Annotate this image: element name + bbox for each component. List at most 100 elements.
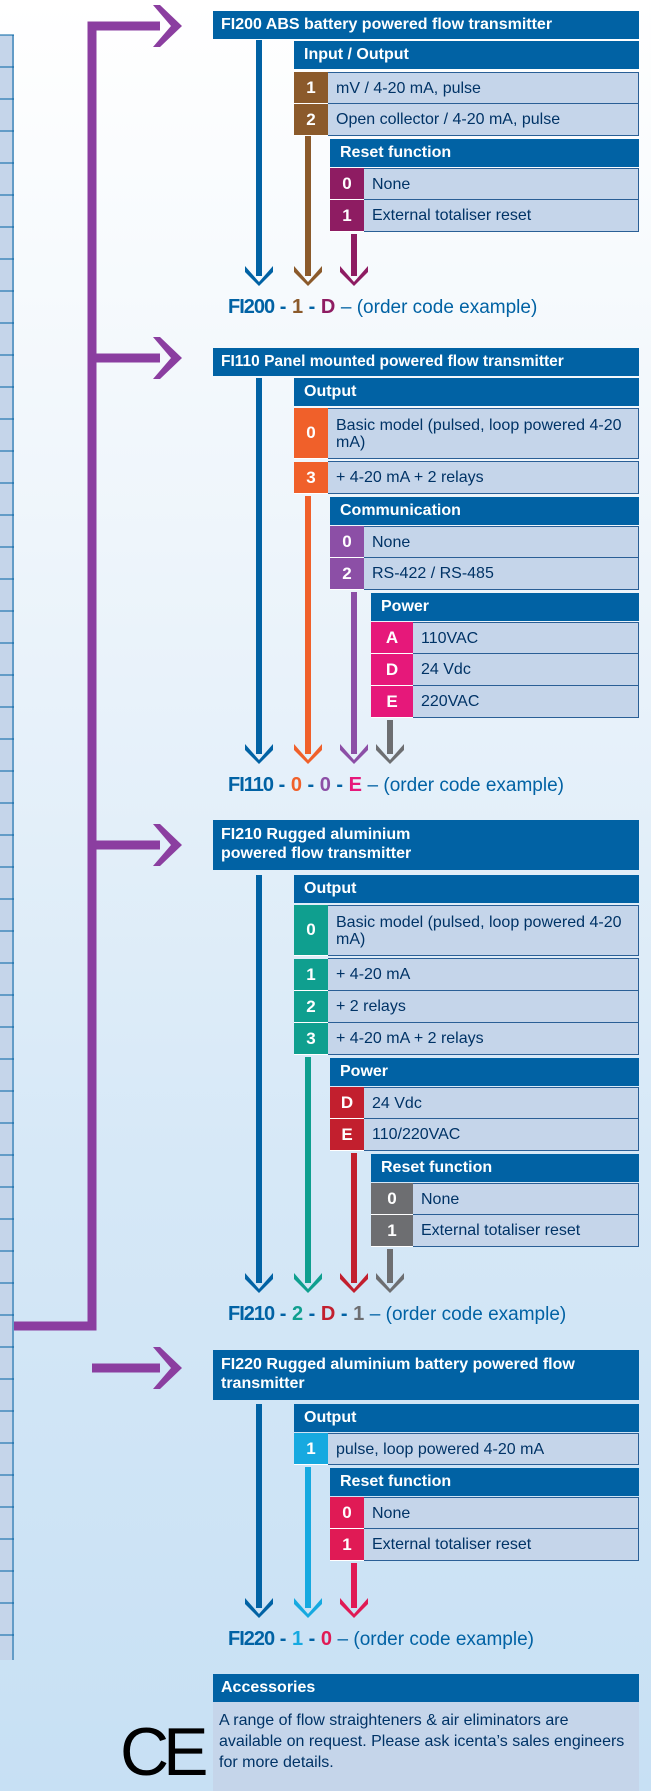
fi210-power-row-d: D 24 Vdc (330, 1087, 639, 1119)
fi220-reset-row-0: 0 None (330, 1497, 639, 1529)
option-label: None (364, 526, 639, 558)
fi200-order-code-example: FI200 - 1 - D – (order code example) (228, 296, 538, 318)
option-label: pulse, loop powered 4-20 mA (328, 1433, 639, 1465)
trunk-line (14, 21, 160, 1331)
model-code: FI110 (228, 774, 274, 796)
code-part: D (320, 1303, 336, 1325)
fi220-order-code-example: FI220 - 1 - 0 – (order code example) (228, 1628, 534, 1650)
option-label: + 4-20 mA + 2 relays (328, 1022, 639, 1055)
code-part: 0 (320, 1628, 332, 1650)
fi210-model-arrow (245, 875, 273, 1293)
fi200-io-row-2: 2 Open collector / 4-20 mA, pulse (294, 103, 639, 136)
arrow-head-fi200 (153, 5, 182, 47)
code-part: D (320, 296, 336, 318)
code-part: 1 (353, 1303, 365, 1325)
fi110-power-arrow (376, 720, 404, 764)
option-label: None (364, 168, 639, 200)
option-label: RS-422 / RS-485 (364, 557, 639, 590)
option-code: 1 (294, 72, 328, 104)
option-label: None (413, 1183, 639, 1215)
option-code: 1 (330, 1529, 364, 1561)
fi200-reset-arrow (340, 234, 368, 286)
option-code: 0 (330, 168, 364, 200)
option-label: mV / 4-20 mA, pulse (328, 72, 639, 104)
example-note: (order code example) (356, 297, 538, 318)
fi210-output-row-3: 3 + 4-20 mA + 2 relays (294, 1022, 639, 1055)
arrow-head-fi210 (153, 824, 182, 866)
code-part: 2 (291, 1303, 304, 1325)
fi200-io-arrow (294, 136, 322, 286)
accessories-header: Accessories (213, 1674, 639, 1702)
option-label: Basic model (pulsed, loop powered 4-20 m… (328, 408, 639, 459)
fi210-title: FI210 Rugged aluminium powered flow tran… (213, 820, 639, 870)
fi210-power-header: Power (330, 1058, 639, 1086)
option-code: 1 (294, 1433, 328, 1465)
fi210-order-code-example: FI210 - 2 - D - 1 – (order code example) (228, 1303, 567, 1325)
model-code: FI200 (228, 296, 275, 318)
code-part: E (348, 774, 362, 796)
fi200-model-arrow (245, 40, 273, 286)
option-code: D (371, 654, 413, 686)
model-code: FI220 (228, 1628, 275, 1650)
code-part: 1 (291, 296, 304, 318)
fi110-output-header: Output (294, 378, 639, 406)
fi110-power-row-a: A 110VAC (371, 622, 639, 654)
option-code: 0 (294, 408, 328, 459)
option-code: 1 (330, 200, 364, 232)
option-code: 0 (294, 905, 328, 956)
option-label: None (364, 1497, 639, 1529)
fi200-reset-header: Reset function (330, 139, 639, 167)
fi200-io-header: Input / Output (294, 41, 639, 69)
fi220-reset-arrow (340, 1563, 368, 1618)
fi110-comm-row-2: 2 RS-422 / RS-485 (330, 557, 639, 590)
fi220-output-header: Output (294, 1404, 639, 1432)
option-label: External totaliser reset (413, 1214, 639, 1247)
fi210-output-arrow (294, 1057, 322, 1293)
fi210-reset-row-0: 0 None (371, 1183, 639, 1215)
fi220-model-arrow (245, 1404, 273, 1618)
code-part: 0 (319, 774, 331, 796)
option-label: Basic model (pulsed, loop powered 4-20 m… (328, 905, 639, 956)
option-label: 110VAC (413, 622, 639, 654)
arrow-head-fi220 (153, 1347, 182, 1389)
fi210-reset-arrow (376, 1249, 404, 1293)
code-part: 0 (290, 774, 302, 796)
option-code: E (371, 686, 413, 718)
option-code: D (330, 1087, 364, 1119)
fi110-model-arrow (245, 378, 273, 764)
option-code: 2 (330, 558, 364, 590)
option-label: External totaliser reset (364, 199, 639, 232)
option-label: 110/220VAC (364, 1118, 639, 1151)
fi220-title: FI220 Rugged aluminium battery powered f… (213, 1350, 639, 1400)
option-label: 24 Vdc (364, 1087, 639, 1119)
example-note: (order code example) (385, 1304, 567, 1325)
fi220-output-row-1: 1 pulse, loop powered 4-20 mA (294, 1433, 639, 1465)
example-note: (order code example) (383, 775, 564, 796)
option-code: 3 (294, 1023, 328, 1055)
fi210-output-row-2: 2 + 2 relays (294, 990, 639, 1023)
model-code: FI210 (228, 1303, 275, 1325)
fi210-power-row-e: E 110/220VAC (330, 1118, 639, 1151)
fi200-io-row-1: 1 mV / 4-20 mA, pulse (294, 72, 639, 104)
option-code: 2 (294, 991, 328, 1023)
fi110-output-row-0: 0 Basic model (pulsed, loop powered 4-20… (294, 408, 639, 459)
fi110-output-row-3: 3 + 4-20 mA + 2 relays (294, 461, 639, 494)
fi210-output-row-0: 0 Basic model (pulsed, loop powered 4-20… (294, 905, 639, 956)
accessories-body: A range of flow straighteners & air elim… (213, 1702, 639, 1791)
fi210-power-arrow (340, 1153, 368, 1293)
ce-mark-logo: CE (120, 1714, 209, 1790)
option-code: 2 (294, 104, 328, 136)
option-code: 0 (330, 1497, 364, 1529)
fi210-output-row-1: 1 + 4-20 mA (294, 958, 639, 991)
fi210-reset-row-1: 1 External totaliser reset (371, 1214, 639, 1247)
option-code: 0 (330, 526, 364, 558)
fi200-reset-row-0: 0 None (330, 168, 639, 200)
fi110-title: FI110 Panel mounted powered flow transmi… (213, 348, 639, 376)
fi200-title: FI200 ABS battery powered flow transmitt… (213, 11, 639, 39)
option-label: + 4-20 mA (328, 958, 639, 991)
code-part: 1 (291, 1628, 304, 1650)
option-label: Open collector / 4-20 mA, pulse (328, 103, 639, 136)
option-label: + 4-20 mA + 2 relays (328, 461, 639, 494)
fi110-comm-header: Communication (330, 497, 639, 525)
option-label: 24 Vdc (413, 653, 639, 686)
